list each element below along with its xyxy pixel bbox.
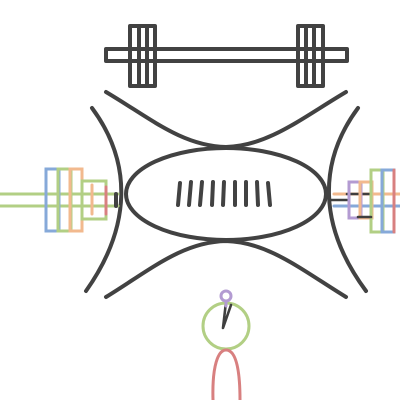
colored-weight-plates-left [0,167,120,233]
pin-marker-icon [201,289,251,351]
red-loop [211,348,242,400]
football-laces [176,180,272,207]
colored-weight-plates-right [328,168,400,234]
barbell-icon [104,24,349,88]
football-icon [124,146,328,242]
